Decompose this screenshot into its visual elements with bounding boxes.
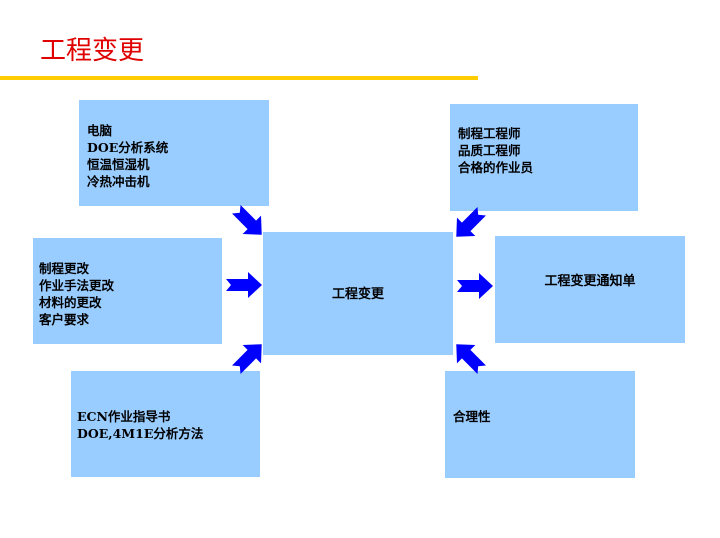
box-rationality: 合理性 <box>445 371 635 478</box>
arrow-icon <box>447 335 491 379</box>
box-line: 品质工程师 <box>458 143 521 158</box>
arrow-icon <box>457 273 493 299</box>
arrow-icon <box>227 335 271 379</box>
box-methods: ECN作业指导书 DOE,4M1E分析方法 <box>71 371 260 477</box>
arrow-icon <box>447 202 491 246</box>
box-line: 制程工程师 <box>458 126 521 141</box>
arrow-icon <box>226 272 262 298</box>
box-line: 材料的更改 <box>39 295 102 310</box>
box-line: ECN作业指导书 <box>77 409 171 424</box>
box-line: DOE,4M1E分析方法 <box>77 426 204 441</box>
box-inputs: 制程更改 作业手法更改 材料的更改 客户要求 <box>33 238 222 344</box>
box-line: 客户要求 <box>39 312 90 327</box>
box-line: 冷热冲击机 <box>87 174 150 189</box>
page-title: 工程变更 <box>40 36 145 66</box>
box-line: 工程变更通知单 <box>544 274 636 289</box>
arrow-icon <box>227 200 271 244</box>
box-resources: 电脑 DOE分析系统 恒温恒湿机 冷热冲击机 <box>79 100 269 206</box>
box-line: 合理性 <box>453 409 491 424</box>
box-line: 电脑 <box>87 123 113 138</box>
box-output: 工程变更通知单 <box>495 236 685 343</box>
box-line: DOE分析系统 <box>87 140 169 155</box>
box-line: 恒温恒湿机 <box>87 157 150 172</box>
box-center: 工程变更 <box>263 232 453 355</box>
box-line: 作业手法更改 <box>39 278 115 293</box>
box-line: 合格的作业员 <box>458 160 534 175</box>
box-line: 制程更改 <box>39 261 90 276</box>
title-underline <box>0 76 478 80</box>
center-label: 工程变更 <box>331 287 384 302</box>
box-personnel: 制程工程师 品质工程师 合格的作业员 <box>450 104 638 211</box>
